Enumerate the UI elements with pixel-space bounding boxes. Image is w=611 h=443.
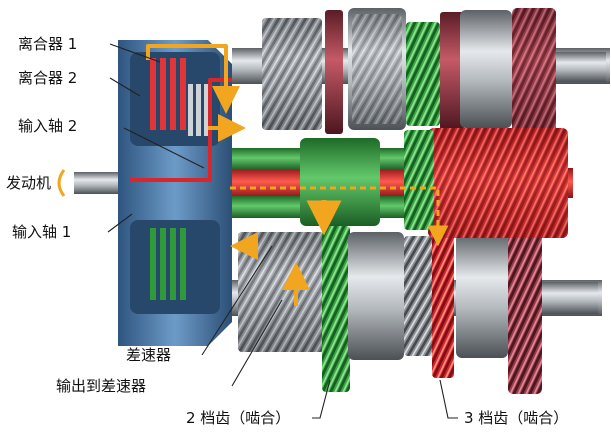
label-differential: 差速器 (126, 346, 172, 364)
leader-lines (107, 43, 458, 419)
lower-gear-set (232, 214, 602, 394)
upper-gear-set (232, 8, 610, 134)
label-clutch-1: 离合器 1 (18, 35, 78, 53)
label-gear-2-engaged: 2 档齿（啮合） (186, 409, 291, 427)
clutch-1-plates (150, 58, 186, 130)
label-engine: 发动机 (6, 174, 52, 192)
label-input-shaft-1: 输入轴 1 (12, 223, 72, 241)
clutch-2-plates (188, 84, 209, 136)
clutch-housing (118, 40, 232, 346)
power-flow-arrows (130, 44, 449, 306)
label-clutch-2: 离合器 2 (18, 69, 78, 87)
label-output-to-differential: 输出到差速器 (56, 377, 147, 395)
label-input-shaft-2: 输入轴 2 (18, 117, 78, 135)
label-gear-3-engaged: 3 档齿（啮合） (464, 409, 569, 427)
